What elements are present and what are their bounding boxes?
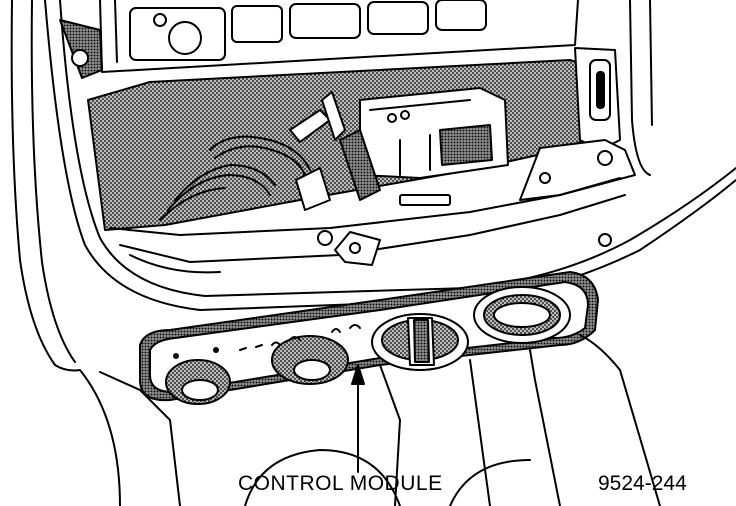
dashboard-left-edge (10, 0, 81, 372)
lower-cross-member (109, 177, 626, 274)
control-module (139, 271, 599, 405)
control-module-label: CONTROL MODULE (238, 472, 443, 495)
mounting-bracket (59, 19, 636, 201)
figure-number: 9524-244 (598, 472, 687, 495)
dash-bezel (44, 0, 736, 311)
lower-console (79, 334, 661, 506)
callout-leader (351, 364, 365, 473)
interior-bracket (339, 87, 509, 206)
wiring-harness (159, 91, 346, 221)
radio-chassis (99, 0, 579, 73)
